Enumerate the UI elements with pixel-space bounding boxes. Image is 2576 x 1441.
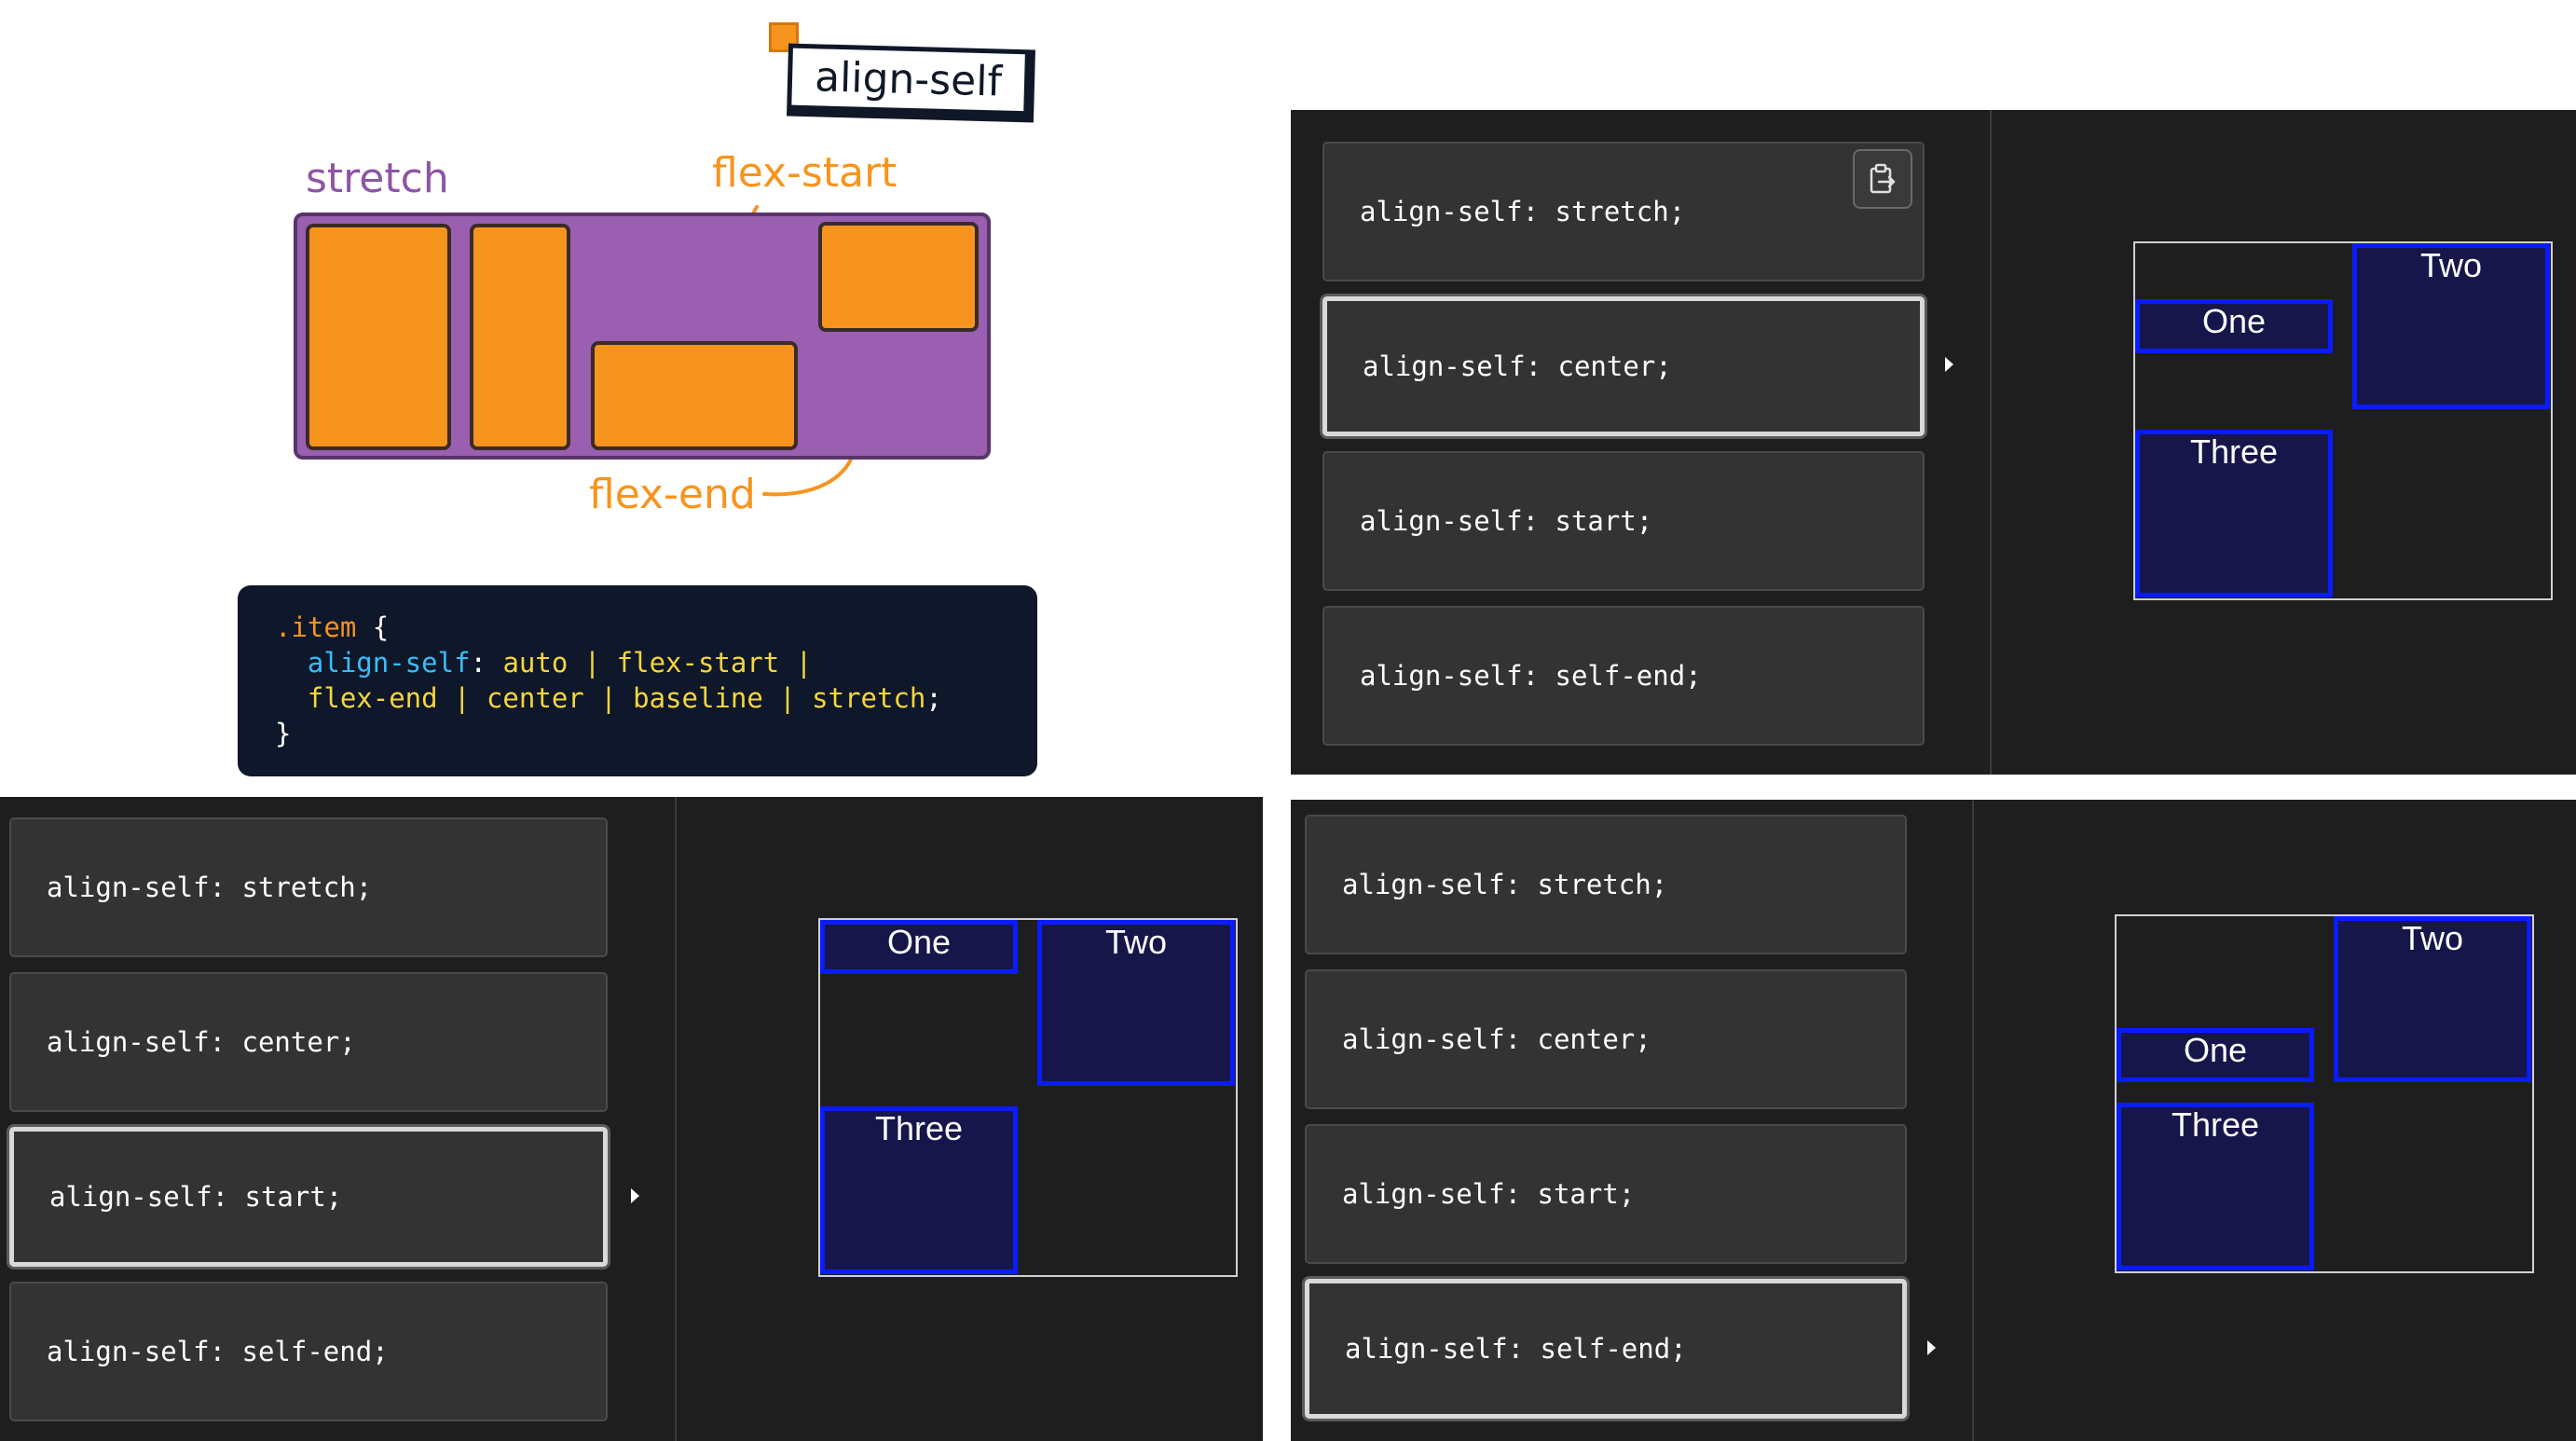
option-start[interactable]: align-self: start; bbox=[1322, 451, 1925, 591]
item-one: One bbox=[2135, 299, 2333, 353]
flex-end-box bbox=[591, 341, 798, 450]
demo-panel-start: align-self: stretch; align-self: center;… bbox=[0, 797, 1263, 1441]
item-one: One bbox=[820, 920, 1018, 974]
code-values-line3: flex-end | center | baseline | stretch bbox=[307, 682, 926, 714]
demo-grid-start: One Two Three bbox=[818, 918, 1238, 1277]
demo-panel-center: align-self: stretch; align-self: center;… bbox=[1291, 110, 2576, 775]
item-one: One bbox=[2117, 1028, 2314, 1082]
caret-right-icon bbox=[1927, 1340, 1936, 1355]
demo-grid-self-end: One Two Three bbox=[2115, 914, 2534, 1273]
code-property: align-self bbox=[307, 647, 471, 679]
code-selector: .item bbox=[275, 611, 357, 643]
label-stretch: stretch bbox=[306, 155, 449, 202]
option-center[interactable]: align-self: center; bbox=[1305, 969, 1907, 1109]
code-colon: : bbox=[470, 647, 486, 679]
item-two: Two bbox=[2352, 243, 2550, 409]
option-start[interactable]: align-self: start; bbox=[1305, 1124, 1907, 1264]
code-open: { bbox=[356, 611, 390, 643]
option-self-end[interactable]: align-self: self-end; bbox=[9, 1282, 608, 1421]
code-semicolon: ; bbox=[925, 682, 942, 714]
item-two: Two bbox=[2334, 916, 2531, 1082]
option-center[interactable]: align-self: center; bbox=[9, 972, 608, 1112]
option-stretch[interactable]: align-self: stretch; bbox=[9, 817, 608, 957]
tag-corner-mark bbox=[769, 22, 799, 52]
align-self-illustration: align-self stretch flex-start flex-end .… bbox=[0, 0, 1291, 797]
clipboard-copy-icon bbox=[1870, 163, 1896, 194]
panel-divider bbox=[1972, 800, 1974, 1441]
option-self-end[interactable]: align-self: self-end; bbox=[1305, 1279, 1907, 1419]
option-center[interactable]: align-self: center; bbox=[1322, 296, 1925, 436]
item-three: Three bbox=[820, 1106, 1018, 1274]
panel-divider bbox=[1990, 110, 1992, 775]
item-three: Three bbox=[2135, 430, 2333, 597]
item-two: Two bbox=[1037, 920, 1235, 1086]
demo-panel-self-end: align-self: stretch; align-self: center;… bbox=[1291, 800, 2576, 1441]
flex-start-box bbox=[818, 222, 979, 332]
code-values-line2: auto | flex-start | bbox=[486, 647, 813, 679]
caret-right-icon bbox=[1945, 357, 1953, 372]
demo-grid-center: One Two Three bbox=[2133, 241, 2553, 600]
option-stretch[interactable]: align-self: stretch; bbox=[1305, 815, 1907, 954]
item-three: Three bbox=[2117, 1103, 2314, 1270]
panel-divider bbox=[675, 797, 677, 1441]
copy-button[interactable] bbox=[1853, 149, 1912, 209]
code-close: } bbox=[275, 718, 292, 749]
option-self-end[interactable]: align-self: self-end; bbox=[1322, 606, 1925, 746]
label-flex-end: flex-end bbox=[589, 471, 756, 518]
code-snippet: .item { align-self: auto | flex-start | … bbox=[238, 585, 1037, 776]
caret-right-icon bbox=[631, 1188, 639, 1203]
stretch-box-1 bbox=[306, 224, 451, 450]
label-flex-start: flex-start bbox=[712, 149, 897, 197]
option-stretch[interactable]: align-self: stretch; bbox=[1322, 142, 1925, 281]
option-start[interactable]: align-self: start; bbox=[9, 1127, 608, 1267]
stretch-box-2 bbox=[470, 224, 570, 450]
